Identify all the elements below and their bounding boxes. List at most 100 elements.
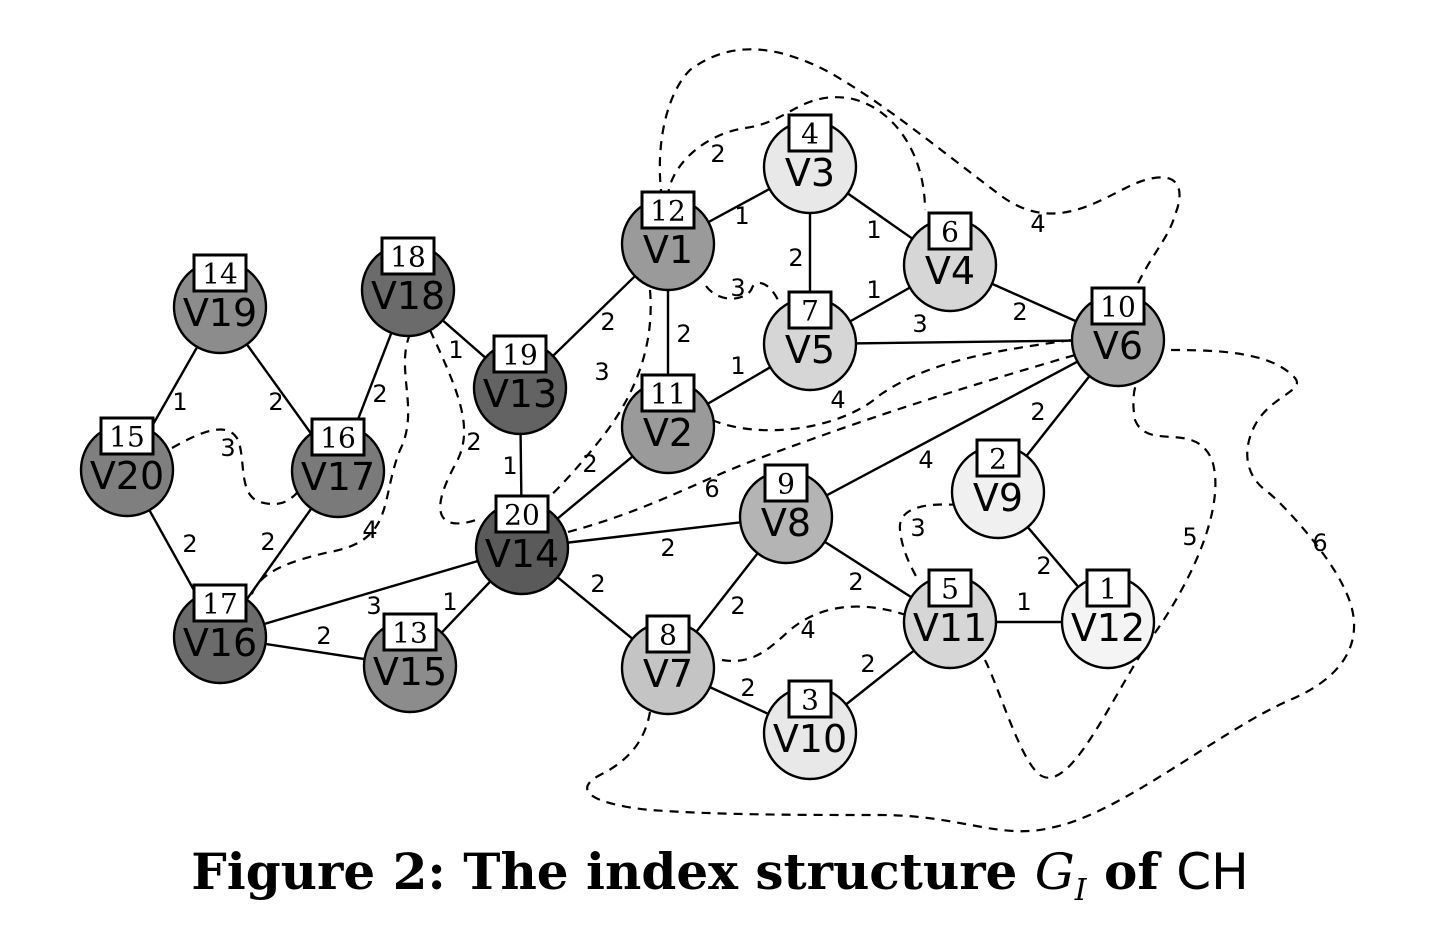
edge-weight-label: 2 xyxy=(660,534,675,562)
shortcut-v2-v6 xyxy=(711,338,1073,432)
node-label: V10 xyxy=(773,717,847,761)
rank-box xyxy=(99,416,155,456)
node-label: V6 xyxy=(1093,324,1143,368)
edge-weight-label: 2 xyxy=(730,592,745,620)
shortcut-v9-v11 xyxy=(898,503,959,581)
rank-box xyxy=(787,113,833,153)
edge-weight-label: 3 xyxy=(366,592,381,620)
edge-weight-label: 2 xyxy=(260,528,275,556)
rank-label: 16 xyxy=(320,422,356,455)
edge-weight-label: 2 xyxy=(848,568,863,596)
shortcut-v20-v17 xyxy=(171,428,301,506)
node-v9: V92 xyxy=(950,438,1046,540)
rank-label: 1 xyxy=(1099,573,1117,606)
node-v3: V34 xyxy=(762,113,858,215)
shortcut-weight-label: 3 xyxy=(594,358,609,386)
rank-box xyxy=(763,463,809,503)
shortcut-weight-label: 4 xyxy=(1030,210,1045,238)
rank-label: 19 xyxy=(502,339,538,372)
rank-label: 7 xyxy=(801,295,819,328)
rank-label: 6 xyxy=(941,216,959,249)
rank-label: 11 xyxy=(650,378,686,411)
rank-label: 12 xyxy=(650,195,686,228)
rank-box xyxy=(787,679,833,719)
rank-label: 4 xyxy=(801,118,819,151)
edge-v6-v8 xyxy=(785,338,1119,519)
shortcut-layer xyxy=(171,48,1356,833)
rank-box xyxy=(310,417,366,457)
node-label: V7 xyxy=(643,652,693,696)
edge-v5-v6 xyxy=(809,338,1119,346)
shortcut-v1-v6 xyxy=(658,48,1181,297)
shortcut-v18-v16 xyxy=(248,333,412,601)
rank-label: 9 xyxy=(777,468,795,501)
node-v7: V78 xyxy=(620,614,716,716)
shortcut-weight-label: 3 xyxy=(910,514,925,542)
rank-box xyxy=(380,236,436,276)
edge-weight-label: 1 xyxy=(734,202,749,230)
caption-math-subscript: I xyxy=(1074,873,1087,908)
rank-box xyxy=(492,334,548,374)
node-label: V16 xyxy=(183,621,257,665)
shortcut-weight-label: 3 xyxy=(730,274,745,302)
rank-label: 8 xyxy=(659,619,677,652)
edge-weight-label: 2 xyxy=(788,244,803,272)
rank-label: 20 xyxy=(504,499,540,532)
rank-label: 13 xyxy=(392,617,428,650)
rank-box xyxy=(1090,286,1146,326)
rank-box xyxy=(640,373,696,413)
edge-weight-label: 1 xyxy=(866,276,881,304)
shortcut-weight-label: 4 xyxy=(830,386,845,414)
edge-weight-label: 2 xyxy=(268,388,283,416)
rank-box xyxy=(640,190,696,230)
edge-weight-label: 2 xyxy=(600,308,615,336)
edge-weight-label: 2 xyxy=(582,450,597,478)
shortcut-weight-label: 6 xyxy=(1312,529,1327,557)
node-label: V13 xyxy=(483,372,557,416)
node-label: V3 xyxy=(785,151,835,195)
edge-weight-label: 2 xyxy=(590,570,605,598)
rank-box xyxy=(645,614,691,654)
shortcut-v7-v6 xyxy=(586,348,1356,833)
edge-weight-label: 2 xyxy=(676,320,691,348)
rank-label: 15 xyxy=(109,421,145,454)
caption-prefix: Figure 2: The index structure xyxy=(191,842,1035,901)
edge-v16-v14 xyxy=(219,546,523,639)
edge-weight-label: 1 xyxy=(1016,588,1031,616)
edge-weight-label: 1 xyxy=(502,452,517,480)
node-label: V11 xyxy=(913,606,987,650)
rank-label: 10 xyxy=(1100,291,1136,324)
shortcut-v18-v14 xyxy=(429,329,477,525)
rank-box xyxy=(927,568,973,608)
node-label: V18 xyxy=(371,274,445,318)
edge-weight-label: 2 xyxy=(182,530,197,558)
edge-weight-label: 3 xyxy=(912,310,927,338)
edge-weight-label: 1 xyxy=(442,588,457,616)
shortcut-weight-label: 4 xyxy=(362,516,377,544)
node-label: V4 xyxy=(925,249,975,293)
caption-math: GI xyxy=(1035,843,1087,908)
edge-weight-label: 2 xyxy=(860,650,875,678)
node-v4: V46 xyxy=(902,211,998,313)
edge-weight-label: 1 xyxy=(866,216,881,244)
shortcut-v11-v6 xyxy=(984,379,1217,779)
node-v5: V57 xyxy=(762,290,858,392)
figure-caption: Figure 2: The index structure GI of CH xyxy=(0,842,1440,908)
rank-box xyxy=(1085,568,1131,608)
node-label: V8 xyxy=(761,501,811,545)
node-label: V19 xyxy=(183,291,257,335)
rank-box xyxy=(927,211,973,251)
caption-method: CH xyxy=(1176,843,1249,901)
shortcut-v1-v4 xyxy=(666,96,927,211)
